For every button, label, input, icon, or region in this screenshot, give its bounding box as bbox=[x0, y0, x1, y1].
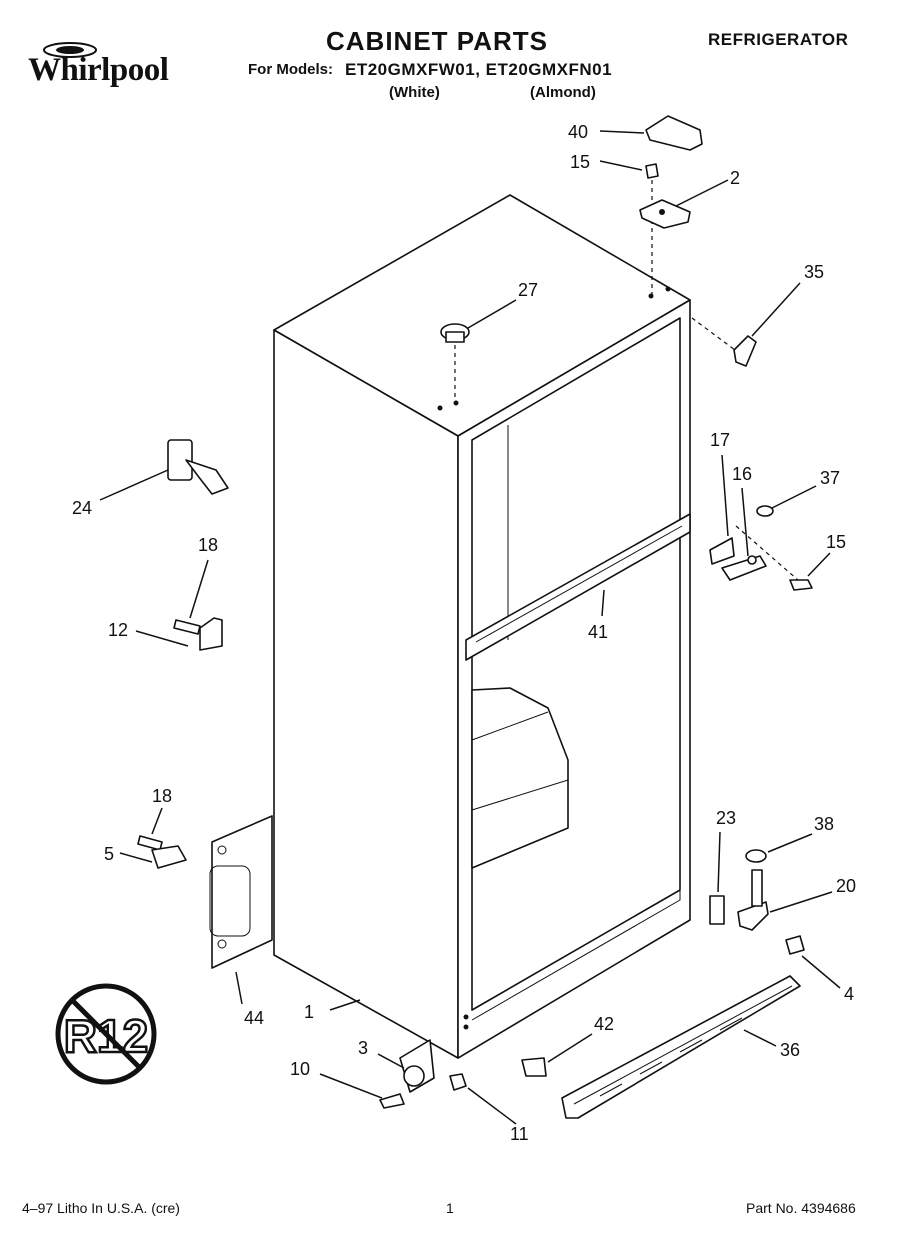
grille-clip-part bbox=[521, 1057, 547, 1077]
back-panel-part bbox=[209, 815, 273, 969]
callout-36: 36 bbox=[780, 1040, 800, 1060]
variant-white: (White) bbox=[389, 84, 440, 101]
page-number: 1 bbox=[446, 1200, 454, 1216]
plug-button-part bbox=[440, 323, 470, 400]
callout-20: 20 bbox=[836, 876, 856, 896]
callout-35: 35 bbox=[804, 262, 824, 282]
washer-bottom-part bbox=[745, 849, 767, 863]
bottom-hinge-part bbox=[737, 869, 769, 931]
roller-screw-part bbox=[379, 1093, 405, 1109]
callout-leaders bbox=[99, 130, 841, 1125]
roller-nut-part bbox=[449, 1073, 467, 1091]
callout-1: 1 bbox=[304, 1002, 314, 1022]
hinge-cover-part bbox=[645, 115, 703, 151]
litho-note: 4–97 Litho In U.S.A. (cre) bbox=[22, 1200, 180, 1216]
callout-16: 16 bbox=[732, 464, 752, 484]
callout-15-center: 15 bbox=[826, 532, 846, 552]
bottom-hinge-shim-part bbox=[709, 895, 725, 925]
callout-18-upper: 18 bbox=[198, 535, 218, 555]
logo-swirl-icon bbox=[43, 42, 97, 58]
door-stop-part bbox=[151, 845, 187, 869]
callout-37: 37 bbox=[820, 468, 840, 488]
callout-17: 17 bbox=[710, 430, 730, 450]
callout-18-lower: 18 bbox=[152, 786, 172, 806]
top-hinge-part bbox=[639, 199, 691, 229]
washer-center-part bbox=[756, 505, 774, 517]
screw-left-upper-part bbox=[173, 619, 201, 635]
callout-27: 27 bbox=[518, 280, 538, 300]
appliance-category: REFRIGERATOR bbox=[708, 30, 849, 49]
callout-2: 2 bbox=[730, 168, 740, 188]
page-title: CABINET PARTS bbox=[326, 26, 548, 56]
hinge-screw-center-part bbox=[735, 525, 813, 591]
door-stop-bracket-part bbox=[199, 617, 223, 651]
callout-5: 5 bbox=[104, 844, 114, 864]
part-number: Part No. 4394686 bbox=[746, 1200, 856, 1216]
model-numbers: ET20GMXFW01, ET20GMXFN01 bbox=[345, 60, 613, 79]
front-roller-part bbox=[399, 1039, 435, 1093]
cabinet-body bbox=[273, 194, 691, 1059]
callout-40: 40 bbox=[568, 122, 588, 142]
models-label: For Models: bbox=[248, 61, 333, 78]
mullion-bar bbox=[465, 513, 691, 661]
logo-wordmark: Whirlpool bbox=[28, 52, 169, 88]
variant-almond: (Almond) bbox=[530, 84, 596, 101]
callout-12: 12 bbox=[108, 620, 128, 640]
leveling-leg-part bbox=[167, 439, 229, 495]
callout-41: 41 bbox=[588, 622, 608, 642]
screw-left-lower-part bbox=[137, 835, 163, 851]
r12-refrigerant-badge: R12 bbox=[55, 983, 157, 1085]
callout-4: 4 bbox=[844, 984, 854, 1004]
toe-grille-part bbox=[561, 975, 801, 1119]
callout-44: 44 bbox=[244, 1008, 264, 1028]
callout-11: 11 bbox=[510, 1124, 529, 1144]
callout-23: 23 bbox=[716, 808, 736, 828]
hinge-screw-top-part bbox=[645, 163, 659, 295]
hinge-screw-bottom-part bbox=[785, 935, 805, 955]
center-hinge-shim-part bbox=[709, 537, 735, 565]
callout-24: 24 bbox=[72, 498, 92, 518]
callout-15-top: 15 bbox=[570, 152, 590, 172]
brand-logo: Whirlpool bbox=[28, 52, 169, 89]
callout-10: 10 bbox=[290, 1059, 310, 1079]
callout-42: 42 bbox=[594, 1014, 614, 1034]
callout-38: 38 bbox=[814, 814, 834, 834]
hinge-pin-cover-part bbox=[691, 317, 757, 367]
center-hinge-part bbox=[721, 555, 767, 581]
callout-3: 3 bbox=[358, 1038, 368, 1058]
